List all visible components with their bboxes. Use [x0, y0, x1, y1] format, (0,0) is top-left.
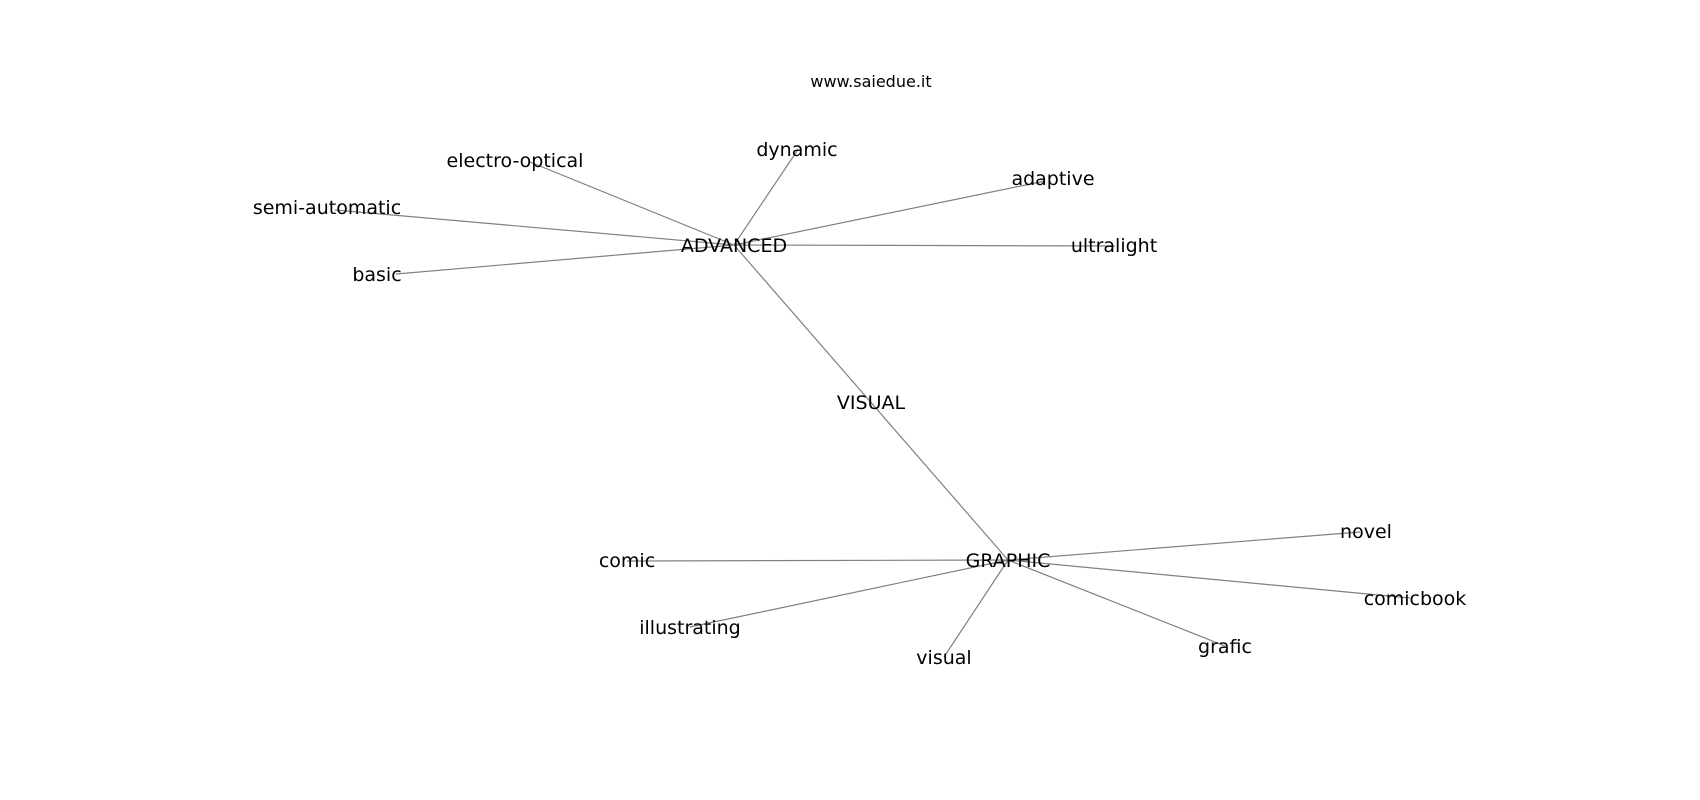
site-url-label: www.saiedue.it — [810, 72, 931, 91]
edge-advanced-dynamic — [733, 150, 798, 246]
node-ultralight: ultralight — [1071, 235, 1157, 257]
node-novel: novel — [1340, 521, 1392, 543]
node-graphic: GRAPHIC — [966, 550, 1051, 572]
node-illustrating: illustrating — [639, 617, 741, 639]
node-comicbook: comicbook — [1364, 588, 1467, 610]
node-comic: comic — [599, 550, 655, 572]
edge-graphic-novel — [1007, 531, 1361, 561]
node-adaptive: adaptive — [1011, 168, 1094, 190]
nodes-layer: VISUAL ADVANCED GRAPHIC electro-optical dyna… — [253, 139, 1466, 669]
edge-graphic-comicbook — [1007, 559, 1411, 599]
edge-advanced-basic — [395, 244, 735, 275]
edge-graphic-comic — [626, 559, 1009, 562]
edges-layer — [334, 150, 1411, 658]
edge-advanced-semi-automatic — [334, 209, 735, 246]
edge-graphic-visual-leaf — [943, 559, 1009, 658]
edge-graphic-illustrating — [689, 559, 1009, 628]
node-basic: basic — [352, 264, 401, 286]
edge-advanced-graphic — [733, 244, 1009, 561]
edge-advanced-adaptive — [733, 180, 1046, 246]
edge-advanced-electro-optical — [529, 161, 735, 246]
node-semi-automatic: semi-automatic — [253, 197, 401, 219]
node-electro-optical: electro-optical — [447, 150, 584, 172]
edge-advanced-ultralight — [733, 244, 1116, 247]
node-dynamic: dynamic — [756, 139, 837, 161]
node-advanced: ADVANCED — [681, 235, 787, 257]
edge-graphic-grafic — [1007, 559, 1226, 647]
node-visual-leaf: visual — [916, 647, 971, 669]
node-visual-hub: VISUAL — [837, 392, 906, 414]
node-grafic: grafic — [1198, 636, 1252, 658]
